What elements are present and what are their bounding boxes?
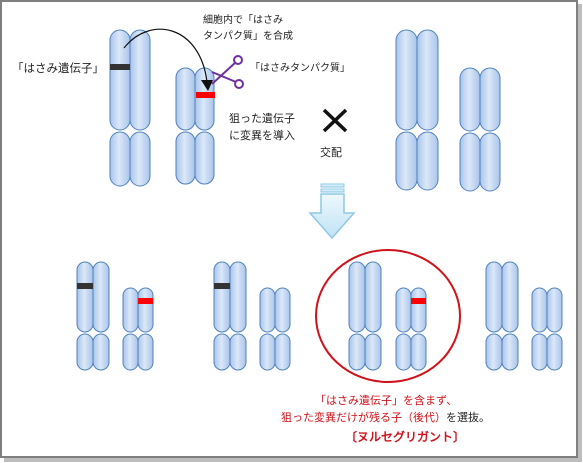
chromosome: [175, 67, 215, 185]
result-label-line2-black: を選抜。: [446, 411, 490, 424]
chromosome: [395, 29, 439, 191]
protein-synthesis-label-line1: 細胞内で「はさみ: [203, 15, 283, 26]
protein-synthesis-label-line2: タンパク質」を合成: [203, 31, 293, 42]
chromosome: [531, 287, 563, 371]
null-segregant-label: 〔ヌルセグリガント〕: [345, 430, 466, 444]
chromatid-upper-right: [274, 287, 291, 333]
synthesis-arrowhead: [201, 80, 213, 91]
chromatid-upper-right: [194, 67, 215, 131]
chromatid-lower-right: [229, 333, 247, 371]
chromatid-upper-right: [416, 29, 439, 131]
down-arrow-icon: [308, 183, 356, 240]
chromatid-lower-right: [194, 131, 215, 185]
chromatid-upper-left: [485, 261, 503, 333]
chromatid-lower-right: [410, 333, 427, 371]
mutation-marker: [196, 92, 215, 98]
chromosome-layer: [76, 29, 563, 371]
chromatid-lower-left: [213, 333, 231, 371]
chromosome: [485, 261, 519, 371]
chromatid-upper-right: [501, 261, 519, 333]
chromatid-lower-right: [416, 131, 439, 191]
chromatid-upper-right: [137, 287, 154, 333]
chromatid-upper-left: [213, 261, 231, 333]
mating-label: 交配: [320, 146, 342, 159]
chromosome: [213, 261, 247, 371]
mutation-marker: [138, 298, 153, 304]
chromatid-upper-right: [92, 261, 110, 333]
chromatid-upper-right: [479, 67, 501, 132]
chromatid-lower-left: [122, 333, 139, 371]
chromatid-lower-left: [395, 333, 412, 371]
chromosome: [109, 29, 151, 187]
chromatid-upper-right: [129, 29, 151, 131]
scissors-protein-label: 「はさみタンパク質」: [250, 63, 350, 74]
scissors-gene-marker: [214, 283, 230, 289]
chromatid-upper-left: [395, 29, 418, 131]
chromatid-lower-right: [364, 333, 382, 371]
chromatid-lower-right: [137, 333, 154, 371]
chromosome: [459, 67, 501, 192]
chromatid-lower-right: [501, 333, 519, 371]
chromatid-lower-right: [546, 333, 563, 371]
chromatid-lower-left: [76, 333, 94, 371]
chromatid-upper-right: [546, 287, 563, 333]
chromatid-upper-left: [348, 261, 366, 333]
result-label-line2-red: 狙った変異だけが残る子（後代）: [281, 411, 446, 424]
scissors-gene-marker: [77, 283, 93, 289]
chromosome: [76, 261, 110, 371]
chromatid-lower-left: [109, 131, 131, 187]
chromatid-lower-left: [485, 333, 503, 371]
chromatid-upper-right: [229, 261, 247, 333]
scissors-gene-marker: [110, 64, 130, 70]
target-mutation-label-line2: に変異を導入: [229, 129, 295, 142]
chromosome: [348, 261, 382, 371]
synthesis-arrow: [123, 28, 208, 83]
chromatid-lower-left: [348, 333, 366, 371]
chromosome: [259, 287, 291, 371]
chromatid-upper-left: [395, 287, 412, 333]
cross-icon: [322, 108, 348, 133]
chromatid-lower-left: [395, 131, 418, 191]
chromatid-upper-left: [259, 287, 276, 333]
chromatid-upper-left: [76, 261, 94, 333]
chromatid-upper-left: [175, 67, 196, 131]
chromatid-upper-right: [410, 287, 427, 333]
result-label-line1: 「はさみ遺伝子」を含まず、: [315, 394, 458, 407]
chromosome: [122, 287, 154, 371]
chromatid-lower-right: [92, 333, 110, 371]
result-label-line2: 狙った変異だけが残る子（後代）を選抜。: [281, 411, 490, 425]
mutation-marker: [411, 298, 426, 304]
chromatid-lower-right: [479, 132, 501, 192]
chromatid-upper-left: [459, 67, 481, 132]
chromatid-upper-left: [531, 287, 548, 333]
chromatid-lower-right: [274, 333, 291, 371]
chromatid-lower-left: [531, 333, 548, 371]
chromatid-lower-left: [259, 333, 276, 371]
gene-label: 「はさみ遺伝子」: [12, 61, 104, 75]
chromatid-lower-left: [175, 131, 196, 185]
target-mutation-label-line1: 狙った遺伝子: [229, 112, 295, 125]
chromatid-lower-right: [129, 131, 151, 187]
chromatid-upper-right: [364, 261, 382, 333]
null-segregant-highlight: [315, 249, 461, 383]
scissors-icon: [211, 55, 244, 89]
chromosome: [395, 287, 427, 371]
chromatid-upper-left: [122, 287, 139, 333]
chromatid-lower-left: [459, 132, 481, 192]
